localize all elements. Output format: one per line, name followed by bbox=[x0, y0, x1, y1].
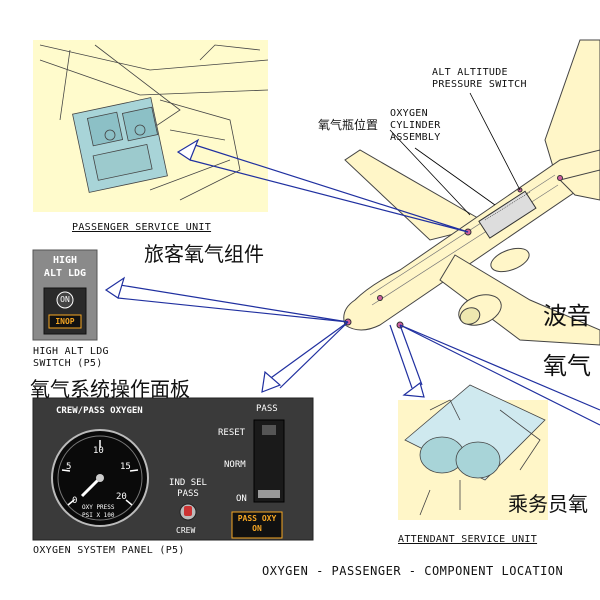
oxygen-system-panel bbox=[32, 397, 314, 541]
oxygen-panel-title: CREW/PASS OXYGEN bbox=[56, 406, 143, 416]
gauge-tick-0: 0 bbox=[72, 496, 78, 506]
gauge-caption-2: PSI X 100 bbox=[82, 512, 115, 519]
gauge-tick-5: 5 bbox=[66, 462, 72, 472]
oxygen-cylinder-label: OXYGEN CYLINDER ASSEMBLY bbox=[390, 108, 441, 144]
reset-label: RESET bbox=[218, 428, 246, 438]
attendant-unit-illustration bbox=[398, 384, 548, 520]
oxygen-panel-caption: OXYGEN SYSTEM PANEL (P5) bbox=[33, 545, 185, 556]
high-alt-ldg-inop: INOP bbox=[55, 317, 75, 326]
pass-label: PASS bbox=[256, 404, 278, 414]
alt-switch-line1: ALT ALTITUDE bbox=[432, 67, 508, 78]
high-alt-ldg-on: ON bbox=[60, 295, 70, 304]
oxygen-cylinder-line2: CYLINDER bbox=[390, 120, 441, 131]
ind-sel-line2: PASS bbox=[177, 489, 199, 499]
pass-oxy-line1: PASS OXY bbox=[237, 514, 277, 523]
psu-title: PASSENGER SERVICE UNIT bbox=[72, 222, 212, 233]
gauge-caption: OXY PRESS PSI X 100 bbox=[82, 504, 115, 520]
gauge-caption-1: OXY PRESS bbox=[82, 504, 115, 511]
oxygen-cylinder-line3: ASSEMBLY bbox=[390, 132, 441, 143]
pass-oxy-on-light: PASS OXY ON bbox=[232, 514, 282, 534]
crew-label: CREW bbox=[176, 526, 196, 535]
high-alt-ldg-caption-1: HIGH ALT LDG bbox=[33, 346, 109, 357]
footer-caption: OXYGEN - PASSENGER - COMPONENT LOCATION bbox=[262, 564, 564, 578]
oxygen-cylinder-line1: OXYGEN bbox=[390, 108, 428, 119]
high-alt-ldg-caption-2: SWITCH (P5) bbox=[33, 358, 103, 369]
psu-cn-label: 旅客氧气组件 bbox=[144, 242, 264, 266]
airplane-illustration bbox=[343, 39, 600, 346]
oxygen-cylinder-cn: 氧气瓶位置 bbox=[318, 118, 379, 132]
alt-switch-label: ALT ALTITUDE PRESSURE SWITCH bbox=[432, 67, 527, 91]
pointer-arrows bbox=[104, 138, 600, 426]
right-cn-line1: 波音 bbox=[543, 302, 591, 330]
high-alt-ldg-panel bbox=[32, 249, 98, 341]
ind-sel-label: IND SEL PASS bbox=[168, 478, 208, 500]
high-alt-ldg-title: HIGH ALT LDG bbox=[33, 254, 97, 280]
oxygen-panel-cn-label: 氧气系统操作面板 bbox=[30, 377, 190, 401]
callout-lines bbox=[389, 92, 521, 216]
high-alt-ldg-caption: HIGH ALT LDG SWITCH (P5) bbox=[33, 346, 109, 370]
high-alt-ldg-title-1: HIGH bbox=[52, 255, 78, 266]
ind-sel-line1: IND SEL bbox=[169, 478, 207, 488]
pass-oxy-line2: ON bbox=[252, 524, 262, 533]
right-cn-line2: 氧气 bbox=[543, 352, 591, 380]
gauge-tick-10: 10 bbox=[93, 446, 104, 456]
high-alt-ldg-title-2: ALT LDG bbox=[43, 268, 87, 279]
switch-on-label: ON bbox=[236, 494, 247, 504]
alt-switch-line2: PRESSURE SWITCH bbox=[432, 79, 527, 90]
attendant-cn-label: 乘务员氧 bbox=[508, 492, 588, 516]
gauge-tick-15: 15 bbox=[120, 462, 131, 472]
psu-illustration bbox=[39, 44, 269, 201]
norm-label: NORM bbox=[224, 460, 246, 470]
gauge-tick-20: 20 bbox=[116, 492, 127, 502]
attendant-title: ATTENDANT SERVICE UNIT bbox=[398, 534, 538, 545]
